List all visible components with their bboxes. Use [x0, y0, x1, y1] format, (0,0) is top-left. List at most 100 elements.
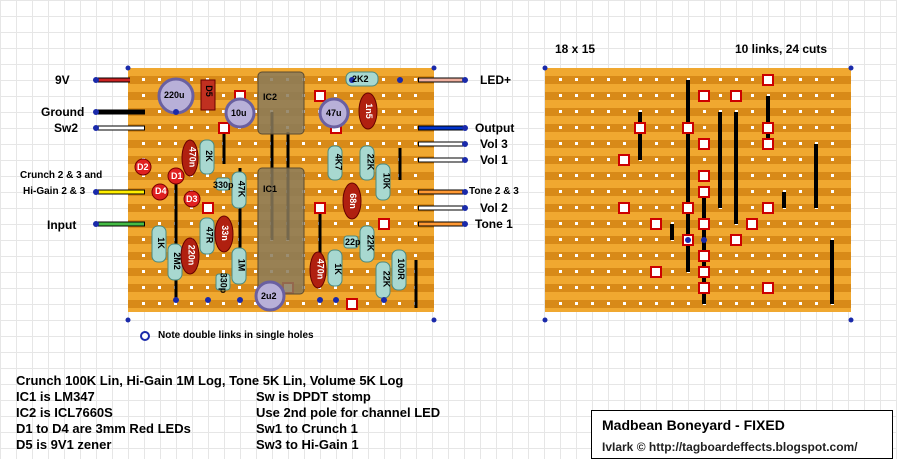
hole	[751, 126, 754, 129]
hole	[671, 270, 674, 273]
hole	[158, 222, 161, 225]
credit-link[interactable]: IvIark © http://tagboardeffects.blogspot…	[602, 440, 858, 454]
hole	[238, 78, 241, 81]
label-ground: Ground	[41, 105, 85, 119]
double-link-icon	[140, 331, 150, 341]
hole	[607, 254, 610, 257]
hole	[591, 302, 594, 305]
hole	[575, 158, 578, 161]
hole	[671, 110, 674, 113]
hole	[831, 94, 834, 97]
hole	[623, 94, 626, 97]
hole	[174, 302, 177, 305]
hole	[206, 302, 209, 305]
hole	[254, 126, 257, 129]
hole	[382, 238, 385, 241]
hole	[687, 286, 690, 289]
hole	[751, 142, 754, 145]
hole	[575, 238, 578, 241]
hole	[142, 142, 145, 145]
hole	[575, 302, 578, 305]
hole	[607, 302, 610, 305]
hole	[382, 94, 385, 97]
note-line: IC2 is ICL7660S	[16, 405, 113, 420]
hole	[238, 286, 241, 289]
hole	[799, 126, 802, 129]
label-1k-b: 1K	[332, 263, 343, 275]
hole	[639, 222, 642, 225]
hole	[751, 286, 754, 289]
right-board	[542, 65, 854, 323]
hole	[318, 158, 321, 161]
hole	[799, 270, 802, 273]
hole	[735, 302, 738, 305]
hole	[382, 206, 385, 209]
hole	[254, 142, 257, 145]
hole	[815, 254, 818, 257]
hole	[719, 238, 722, 241]
label-1n5: 1n5	[363, 103, 374, 119]
hole	[559, 158, 562, 161]
hole	[655, 254, 658, 257]
label-22p: 22p	[345, 237, 361, 247]
board-size: 18 x 15	[555, 42, 596, 56]
hole	[607, 110, 610, 113]
hole	[414, 158, 417, 161]
hole	[174, 142, 177, 145]
hole	[751, 206, 754, 209]
hole	[575, 206, 578, 209]
hole	[190, 206, 193, 209]
hole	[719, 302, 722, 305]
hole	[206, 270, 209, 273]
hole	[575, 94, 578, 97]
hole	[671, 174, 674, 177]
hole	[783, 190, 786, 193]
hole	[751, 254, 754, 257]
hole	[607, 238, 610, 241]
hole	[190, 222, 193, 225]
hole	[831, 158, 834, 161]
hole	[142, 254, 145, 257]
hole	[366, 142, 369, 145]
hole	[222, 110, 225, 113]
hole	[591, 238, 594, 241]
hole	[158, 286, 161, 289]
hole	[222, 78, 225, 81]
hole	[334, 190, 337, 193]
hole	[254, 302, 257, 305]
hole	[222, 190, 225, 193]
hole	[366, 302, 369, 305]
label-4k7: 4K7	[333, 153, 344, 171]
hole	[174, 126, 177, 129]
hole	[142, 174, 145, 177]
hole	[799, 110, 802, 113]
label-vol3: Vol 3	[480, 137, 508, 151]
hole	[623, 190, 626, 193]
hole	[671, 302, 674, 305]
hole	[158, 206, 161, 209]
hole	[831, 78, 834, 81]
hole	[559, 174, 562, 177]
hole	[318, 302, 321, 305]
hole	[575, 254, 578, 257]
hole	[799, 142, 802, 145]
hole	[799, 78, 802, 81]
note-line: Use 2nd pole for channel LED	[256, 405, 441, 420]
hole	[591, 190, 594, 193]
hole	[623, 286, 626, 289]
label-22k-a: 22K	[365, 153, 376, 171]
hole	[623, 238, 626, 241]
hole	[366, 270, 369, 273]
hole	[414, 206, 417, 209]
hole	[158, 126, 161, 129]
hole	[398, 206, 401, 209]
hole	[655, 190, 658, 193]
hole	[382, 126, 385, 129]
label-tone1: Tone 1	[475, 217, 513, 231]
hole	[607, 190, 610, 193]
hole	[783, 254, 786, 257]
hole	[366, 222, 369, 225]
hole	[254, 158, 257, 161]
hole	[607, 158, 610, 161]
hole	[158, 142, 161, 145]
